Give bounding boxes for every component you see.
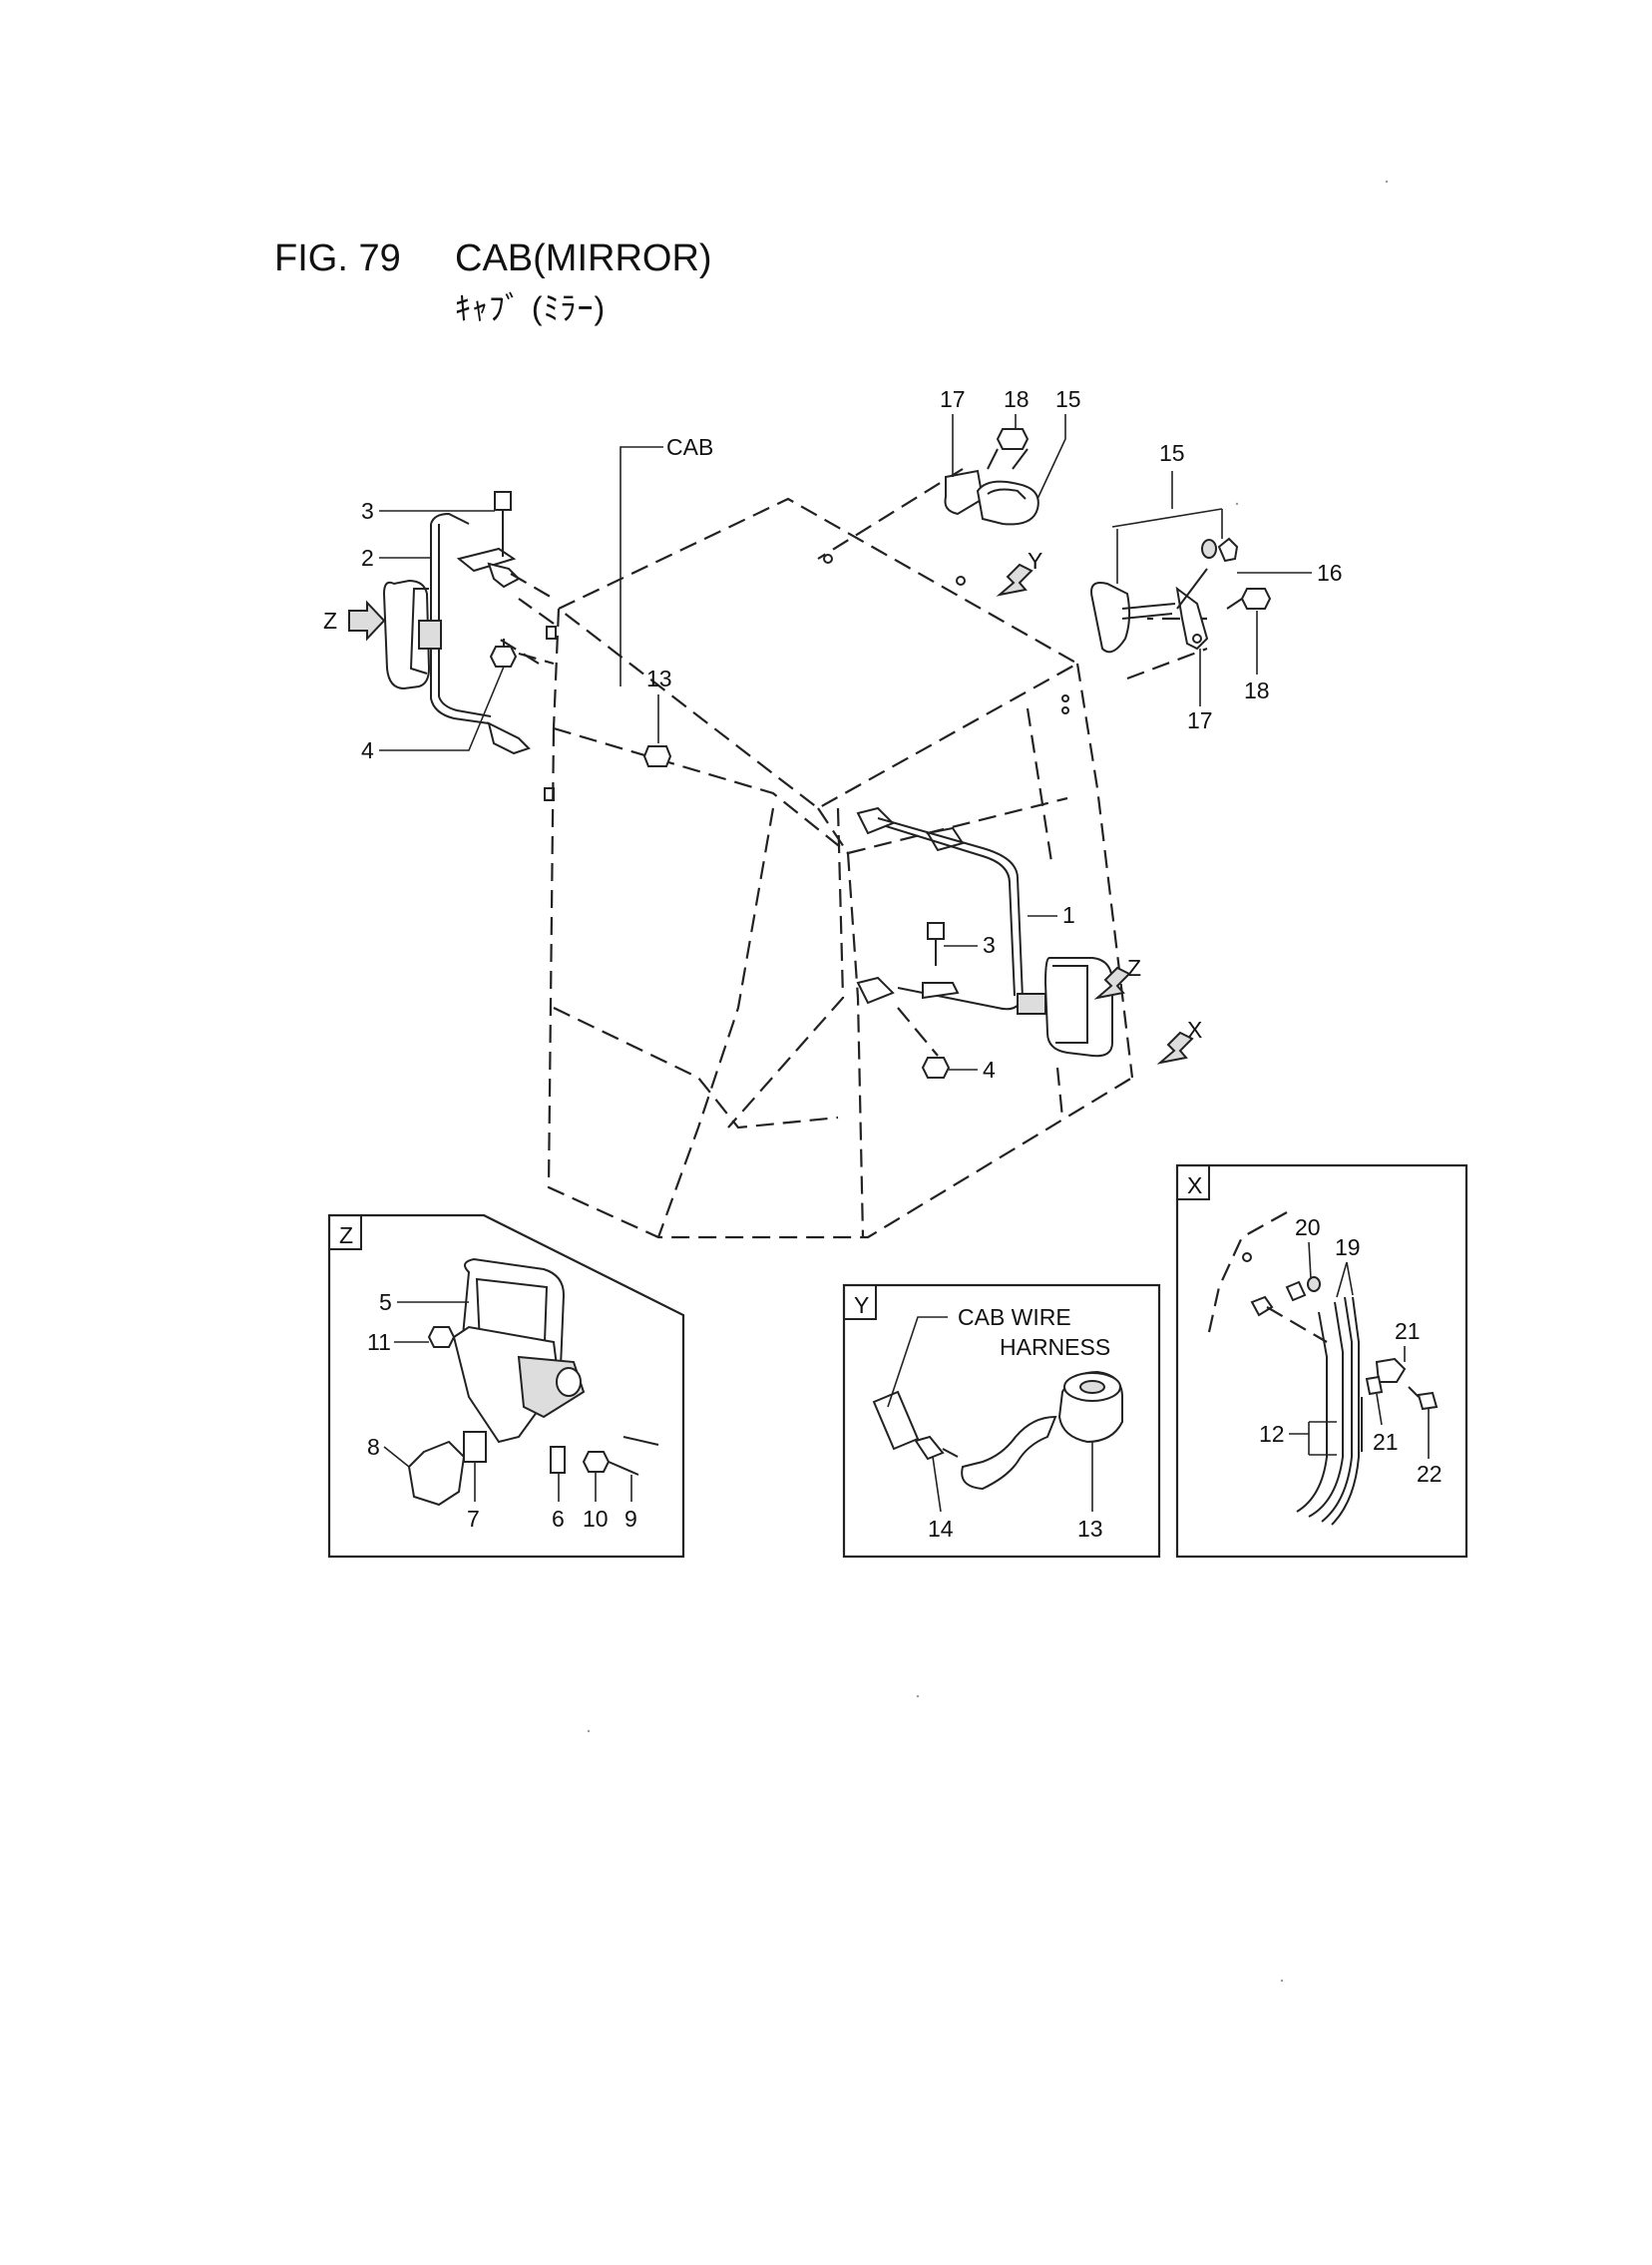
callout-18-top: 18	[1004, 386, 1030, 412]
callout-18-side: 18	[1244, 678, 1270, 703]
callout-21-lower: 21	[1373, 1429, 1399, 1455]
callout-19: 19	[1335, 1234, 1361, 1260]
callout-14: 14	[928, 1516, 954, 1542]
callout-9: 9	[624, 1506, 637, 1532]
callout-4-left: 4	[361, 737, 374, 763]
cab-label: CAB	[666, 434, 713, 460]
callout-13-detail: 13	[1077, 1516, 1103, 1542]
callout-1: 1	[1062, 902, 1075, 928]
detail-x-title: X	[1187, 1172, 1202, 1198]
view-arrow-y-icon	[996, 563, 1033, 597]
view-arrow-x-label: X	[1187, 1017, 1202, 1043]
view-arrow-z-left-label: Z	[323, 608, 337, 634]
callout-3-left: 3	[361, 498, 374, 524]
callout-13-main: 13	[646, 666, 672, 691]
view-arrow-y-label: Y	[1028, 548, 1042, 574]
callout-12: 12	[1259, 1421, 1285, 1447]
figure-subtitle: ｷｬﾌﾞ (ﾐﾗｰ)	[455, 290, 607, 326]
callout-10: 10	[583, 1506, 609, 1532]
detail-x-panel	[1175, 1163, 1468, 1559]
callout-11: 11	[367, 1329, 391, 1355]
callout-15-side: 15	[1159, 440, 1185, 466]
callout-8: 8	[367, 1434, 380, 1460]
callout-17-top: 17	[940, 386, 966, 412]
callout-21-upper: 21	[1395, 1318, 1421, 1344]
callout-22: 22	[1417, 1461, 1443, 1487]
detail-y-note-line1: CAB WIRE	[958, 1304, 1071, 1330]
view-arrow-x-icon	[1156, 1031, 1194, 1065]
detail-y-title: Y	[854, 1292, 869, 1318]
callout-7: 7	[467, 1506, 480, 1532]
callout-15-top: 15	[1055, 386, 1081, 412]
cab-outline	[498, 468, 1208, 1239]
callout-4-right: 4	[983, 1057, 996, 1083]
view-arrow-z-left-icon	[348, 600, 386, 642]
detail-y-panel	[842, 1283, 1161, 1559]
callout-3-right: 3	[983, 932, 996, 958]
callout-16: 16	[1317, 560, 1343, 586]
callout-20: 20	[1295, 1214, 1321, 1240]
view-arrow-z-right-label: Z	[1127, 955, 1141, 981]
left-mirror-assembly	[382, 491, 555, 755]
figure-number: FIG. 79	[274, 237, 401, 279]
right-mirror-assembly	[856, 806, 1113, 1079]
detail-z-title: Z	[339, 1222, 353, 1248]
callout-6: 6	[552, 1506, 565, 1532]
detail-y-note-line2: HARNESS	[1000, 1334, 1110, 1360]
detail-z-panel	[327, 1213, 685, 1559]
side-lamp-assembly	[1090, 537, 1272, 654]
callout-17-side: 17	[1187, 707, 1213, 733]
callout-5: 5	[379, 1289, 392, 1315]
view-arrow-z-right-icon	[1093, 966, 1131, 1000]
top-lamp-assembly	[823, 428, 1039, 586]
callout-2: 2	[361, 545, 374, 571]
figure-title: CAB(MIRROR)	[455, 237, 712, 279]
